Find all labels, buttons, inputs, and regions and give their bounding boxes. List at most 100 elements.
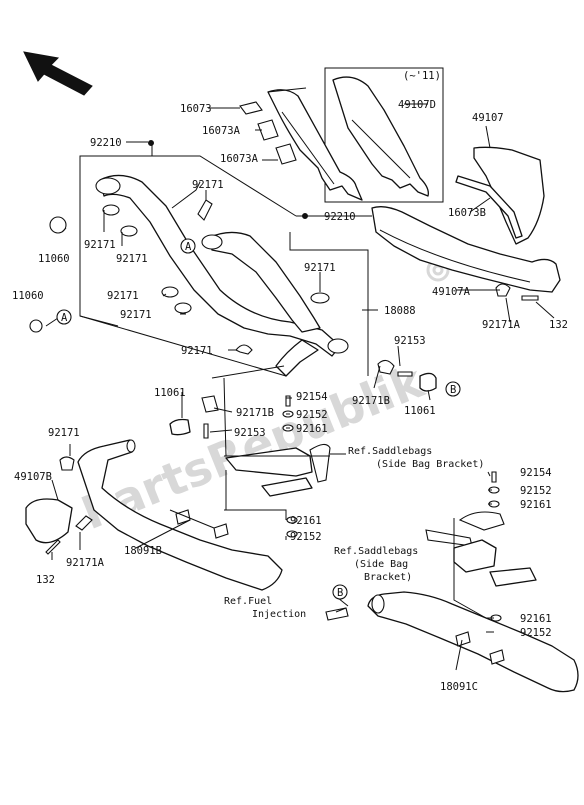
part-label-49107d: 49107D (398, 99, 436, 111)
clamp-92171-7 (235, 344, 253, 355)
part-label-16073a-2: 16073A (220, 153, 259, 165)
gasket-11060-1 (49, 216, 67, 234)
clamp-92171b-right (377, 359, 395, 375)
clamp-92171b-left (201, 395, 219, 413)
heat-cover-16073 (267, 89, 363, 201)
callout-b-lower: B (332, 584, 348, 600)
part-label-92171-d: 92171 (304, 262, 336, 274)
part-label-132-left: 132 (36, 574, 55, 586)
inset-label: (~'11) (403, 70, 441, 82)
part-label-92171a-left: 92171A (66, 557, 105, 569)
part-label-92210-mid: 92210 (324, 211, 356, 223)
clamp-92171-8 (59, 456, 75, 471)
callout-b-right-label: B (450, 384, 456, 396)
part-label-92161-c: 92161 (520, 499, 552, 511)
part-label-92171b-b: 92171B (236, 407, 274, 419)
part-label-49107a: 49107A (432, 286, 471, 298)
part-label-16073: 16073 (180, 103, 212, 115)
clamp-92171-3 (197, 199, 213, 221)
part-label-11060-b: 11060 (12, 290, 44, 302)
ref-saddlebags-1-line1: Ref.Saddlebags (348, 446, 432, 457)
washer-92152-b (286, 516, 298, 524)
part-label-92154-b: 92154 (520, 467, 552, 479)
part-label-92171a-right: 92171A (482, 319, 521, 331)
pad-16073a-2 (275, 143, 297, 165)
part-label-92171b-a: 92171B (352, 395, 390, 407)
pad-16073a-1 (257, 119, 279, 141)
clamp-92171-2 (120, 225, 138, 237)
part-label-92171-c: 92171 (116, 253, 148, 265)
part-label-18091b: 18091B (124, 545, 162, 557)
coupler-11061-right (419, 372, 437, 392)
callout-a-upper: A (180, 238, 196, 254)
ref-saddlebags-2-line1: Ref.Saddlebags (334, 546, 418, 557)
part-label-92161-b: 92161 (290, 515, 322, 527)
clip-92171a-right (495, 283, 511, 297)
bolt-92210-top (148, 140, 154, 146)
part-label-11061-b: 11061 (154, 387, 186, 399)
part-label-92171-h: 92171 (48, 427, 80, 439)
head-pipe-18088 (95, 174, 349, 377)
mount-bracket-right (425, 511, 537, 587)
part-label-92152-d: 92152 (520, 627, 552, 639)
callout-a-left: A (56, 309, 72, 325)
part-label-92152-b: 92152 (290, 531, 322, 543)
gasket-11060-2 (29, 319, 43, 333)
ref-saddlebags-1-line2: (Side Bag Bracket) (376, 459, 484, 470)
heat-shield-16073b (455, 175, 523, 239)
callout-a-upper-label: A (185, 241, 192, 253)
part-label-18091c: 18091C (440, 681, 478, 693)
part-label-92210-top: 92210 (90, 137, 122, 149)
part-label-92161-d: 92161 (520, 613, 552, 625)
part-label-16073b: 16073B (448, 207, 486, 219)
clamp-92171-1 (102, 204, 120, 216)
part-label-92161-a: 92161 (296, 423, 328, 435)
part-label-49107b: 49107B (14, 471, 52, 483)
screw-132-right (521, 295, 539, 301)
heat-cover-49107a (371, 206, 561, 293)
screw-132-left (45, 539, 61, 555)
inset-box (324, 67, 444, 203)
pad-16073-top (239, 101, 263, 115)
callout-b-right: B (445, 381, 461, 397)
part-label-92154-a: 92154 (296, 391, 328, 403)
part-label-92153-b: 92153 (234, 427, 266, 439)
part-label-11060-a: 11060 (38, 253, 70, 265)
mount-bracket-left (225, 443, 331, 497)
ref-saddlebags-2-line2: (Side Bag (354, 559, 408, 570)
bolt-92154-b (491, 471, 497, 483)
part-label-92171-f: 92171 (120, 309, 152, 321)
ref-fuel-injection-line2: Injection (252, 609, 306, 620)
bolt-92153-right (397, 371, 413, 377)
part-label-49107: 49107 (472, 112, 504, 124)
bolt-92153-left (203, 423, 209, 439)
part-label-132-right: 132 (549, 319, 568, 331)
part-label-92171-e: 92171 (107, 290, 139, 302)
nut-92161-b (286, 530, 298, 538)
end-cover-49107b (25, 498, 73, 544)
part-label-16073a-1: 16073A (202, 125, 241, 137)
part-label-11061-a: 11061 (404, 405, 436, 417)
callout-a-left-label: A (61, 312, 68, 324)
front-direction-arrow-icon (23, 51, 93, 96)
heat-cover-49107d (332, 76, 429, 197)
part-label-92153-a: 92153 (394, 335, 426, 347)
muffler-18091c (325, 591, 579, 693)
clip-92171a-left (75, 515, 93, 531)
ref-fuel-injection-line1: Ref.Fuel (224, 596, 272, 607)
part-label-92171-g: 92171 (181, 345, 213, 357)
callout-b-lower-label: B (337, 587, 343, 599)
muffler-18091b (77, 439, 283, 591)
ref-saddlebags-2-line3: Bracket) (364, 572, 412, 583)
part-label-92171-b: 92171 (84, 239, 116, 251)
part-label-92152-c: 92152 (520, 485, 552, 497)
part-label-92171-a: 92171 (192, 179, 224, 191)
part-label-18088: 18088 (384, 305, 416, 317)
part-label-92152-a: 92152 (296, 409, 328, 421)
heat-cover-49107 (473, 146, 545, 245)
coupler-11061-left (169, 418, 191, 436)
clamp-92171-4 (310, 292, 330, 304)
clamp-92171-6 (174, 302, 192, 314)
